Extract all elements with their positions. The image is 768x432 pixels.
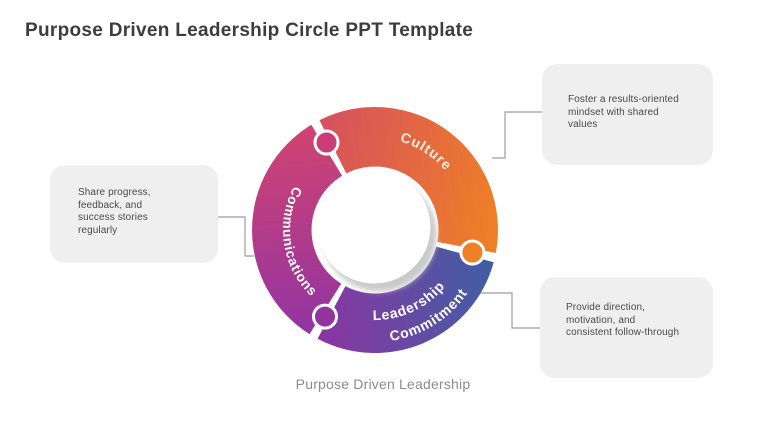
puzzle-tab-communications-leadership [312, 303, 338, 330]
center-circle[interactable] [317, 170, 431, 284]
callout-text: Foster a results-oriented mindset with s… [568, 94, 679, 131]
callout-share-progress[interactable]: Share progress, feedback, and success st… [50, 165, 218, 263]
callout-foster-mindset[interactable]: Foster a results-oriented mindset with s… [542, 64, 713, 165]
puzzle-tab-communications-culture [313, 129, 340, 156]
segment-culture[interactable] [319, 106, 498, 253]
diagram-caption: Purpose Driven Leadership [295, 376, 471, 392]
segment-leadership-commitment[interactable] [317, 246, 494, 354]
connector-top-right [492, 111, 542, 159]
callout-provide-direction[interactable]: Provide direction, motivation, and consi… [540, 277, 713, 378]
callout-text: Share progress, feedback, and success st… [78, 187, 151, 237]
segment-communications[interactable] [252, 124, 343, 335]
callout-text: Provide direction, motivation, and consi… [566, 302, 680, 339]
puzzle-tab-culture-leadership [459, 239, 486, 266]
page-title: Purpose Driven Leadership Circle PPT Tem… [25, 20, 474, 41]
connector-left [218, 216, 254, 257]
connector-bottom-right [479, 292, 540, 329]
